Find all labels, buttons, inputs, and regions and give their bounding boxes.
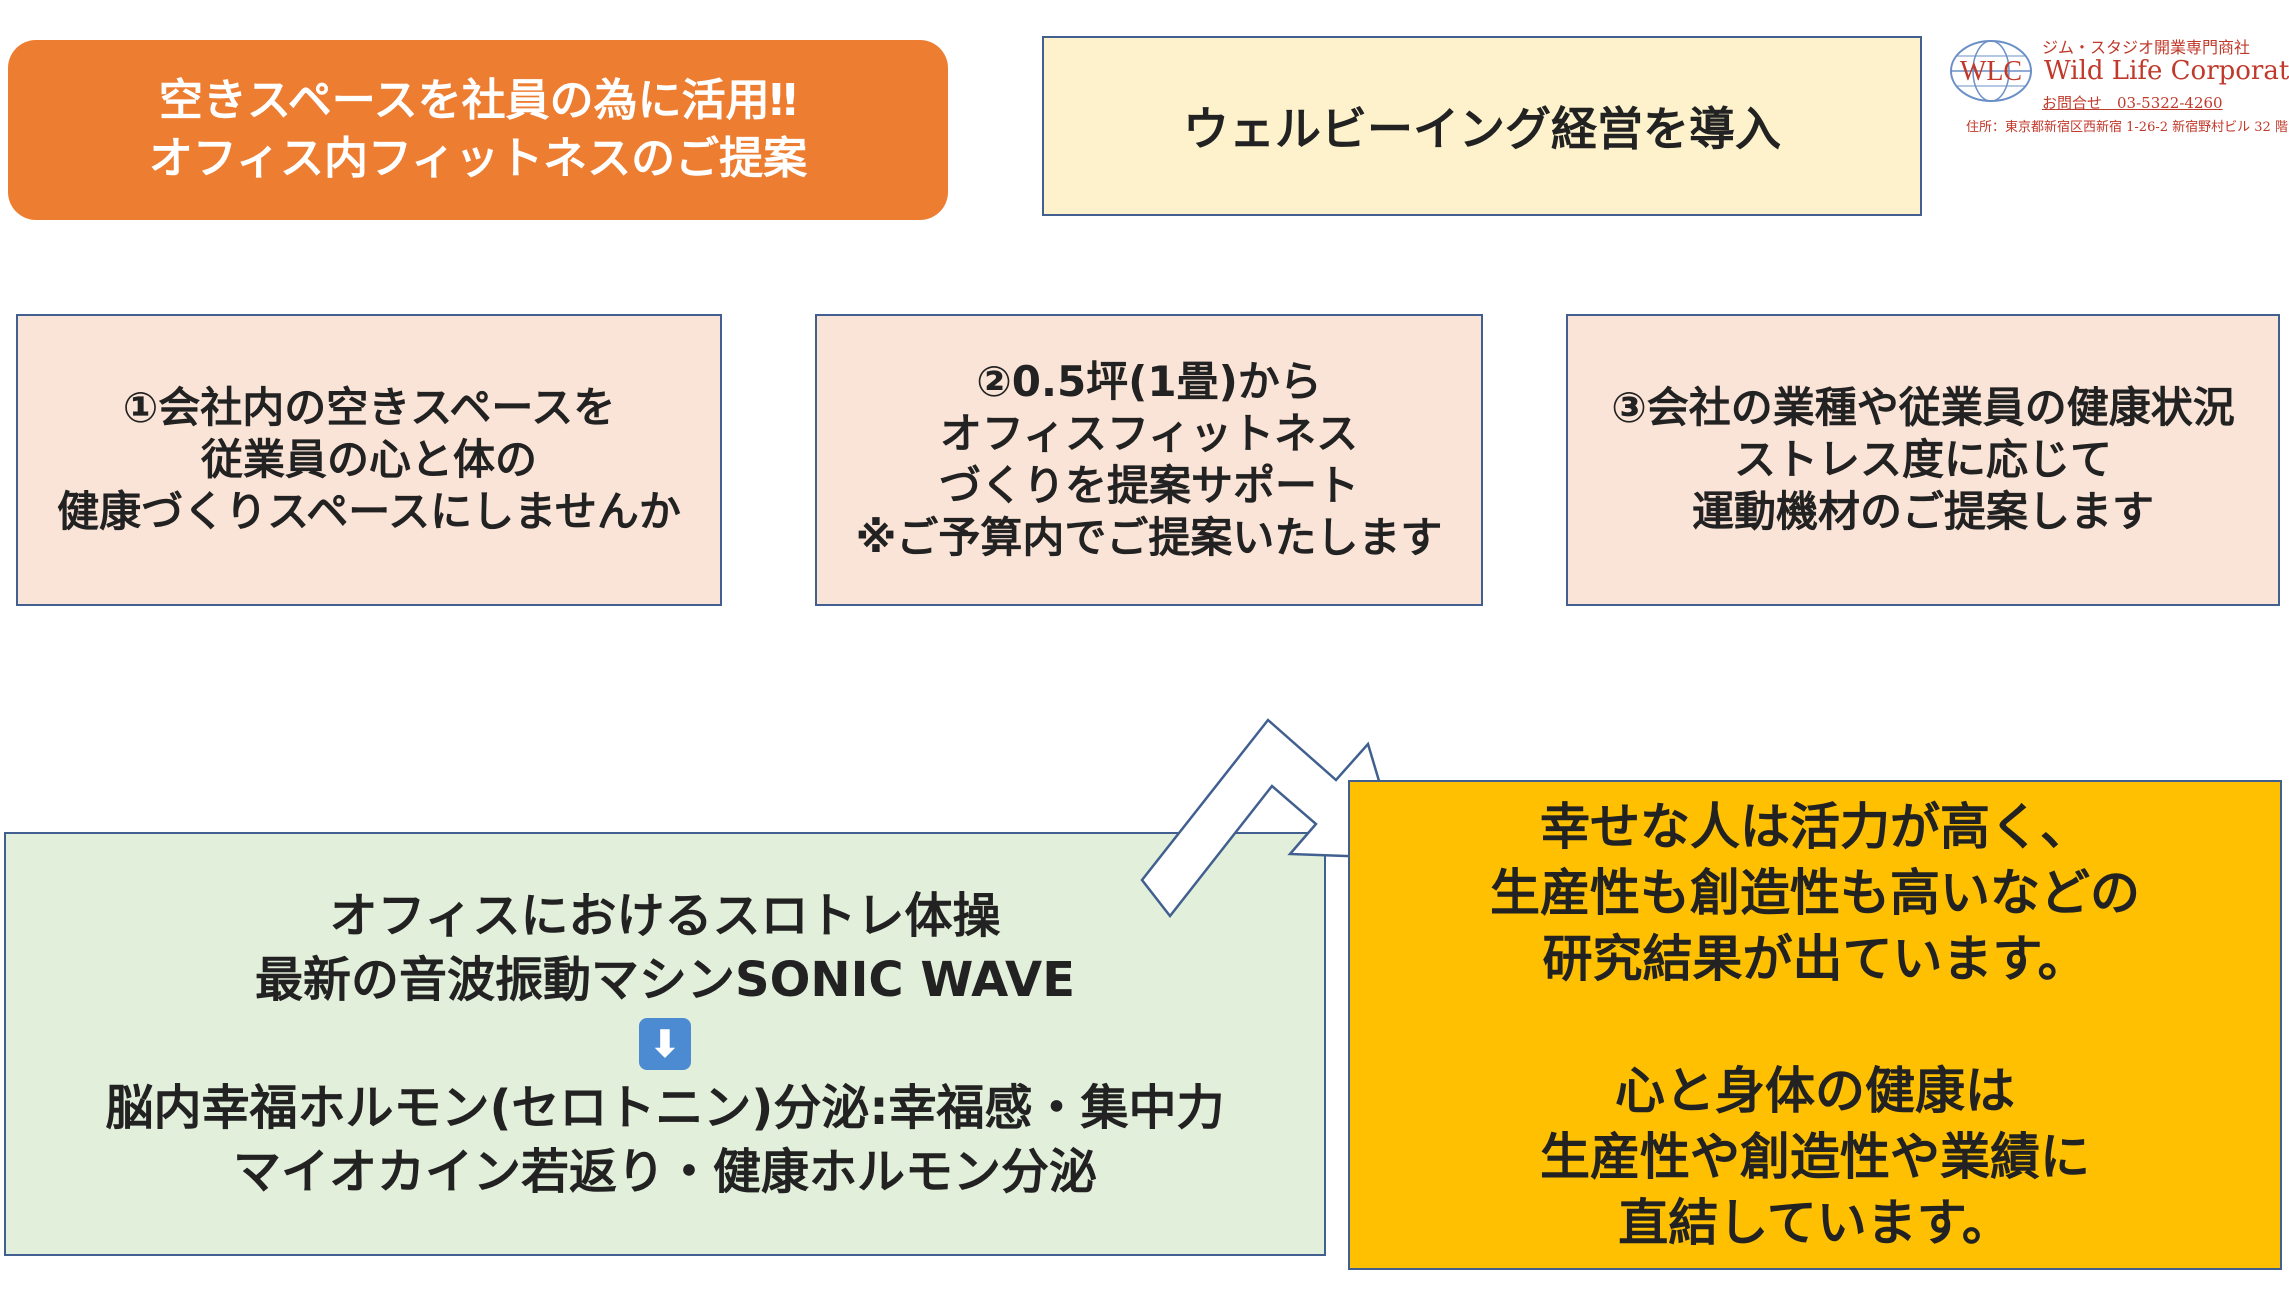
- result-line-3: 研究結果が出ています。: [1542, 930, 2088, 988]
- logo-mark-text: WLC: [1960, 56, 2022, 87]
- proposal-1-line: 健康づくりスペースにしませんか: [57, 487, 681, 536]
- logo-tagline: ジム・スタジオ開業専門商社: [2042, 38, 2251, 57]
- proposal-3-line: ③会社の業種や従業員の健康状況: [1611, 383, 2235, 432]
- result-line-1: 幸せな人は活力が高く、: [1540, 798, 2090, 856]
- wellbeing-text: ウェルビーイング経営を導入: [1183, 102, 1781, 156]
- logo-company-name: Wild Life Corporation: [2044, 56, 2289, 86]
- bent-arrow-icon: [1140, 718, 1404, 919]
- proposal-1-line: ①会社内の空きスペースを: [122, 383, 616, 432]
- exercise-line-3: 脳内幸福ホルモン(セロトニン)分泌:幸福感・集中力: [105, 1080, 1225, 1136]
- proposal-3-line: ストレス度に応じて: [1733, 435, 2112, 484]
- logo-phone: お問合せ 03-5322-4260: [2042, 94, 2223, 112]
- logo-address: 住所：東京都新宿区西新宿 1-26-2 新宿野村ビル 32 階: [1966, 120, 2288, 135]
- proposal-2-line: オフィスフィットネス: [939, 409, 1359, 458]
- proposal-2-line: ②0.5坪(1畳)から: [976, 357, 1322, 406]
- proposal-card-3: ③会社の業種や従業員の健康状況 ストレス度に応じて 運動機材のご提案します: [1566, 314, 2280, 606]
- proposal-2-line: づくりを提案サポート: [938, 461, 1359, 510]
- result-line-6: 直結しています。: [1618, 1194, 2012, 1252]
- company-logo: WLC ジム・スタジオ開業専門商社 Wild Life Corporation …: [1946, 28, 2289, 148]
- wlc-globe-icon: WLC: [1950, 40, 2032, 102]
- result-line-2: 生産性も創造性も高いなどの: [1490, 864, 2140, 922]
- proposal-1-line: 従業員の心と体の: [200, 435, 537, 484]
- proposal-3-line: 運動機材のご提案します: [1691, 487, 2154, 536]
- title-line-1: 空きスペースを社員の為に活用‼︎: [158, 75, 798, 126]
- proposal-card-2: ②0.5坪(1畳)から オフィスフィットネス づくりを提案サポート ※ご予算内で…: [815, 314, 1483, 606]
- arrow-down-icon: ⬇: [639, 1018, 691, 1070]
- exercise-line-4: マイオカイン若返り・健康ホルモン分泌: [232, 1144, 1097, 1200]
- exercise-line-1: オフィスにおけるスロトレ体操: [329, 888, 1001, 944]
- proposal-card-1: ①会社内の空きスペースを 従業員の心と体の 健康づくりスペースにしませんか: [16, 314, 722, 606]
- exercise-line-2: 最新の音波振動マシンSONIC WAVE: [255, 952, 1075, 1008]
- result-line-5: 生産性や創造性や業績に: [1540, 1128, 2090, 1186]
- exercise-card: オフィスにおけるスロトレ体操 最新の音波振動マシンSONIC WAVE ⬇ 脳内…: [4, 832, 1326, 1256]
- wellbeing-banner: ウェルビーイング経営を導入: [1042, 36, 1922, 216]
- result-line-4: 心と身体の健康は: [1615, 1062, 2015, 1120]
- research-result-card: 幸せな人は活力が高く、 生産性も創造性も高いなどの 研究結果が出ています。 心と…: [1348, 780, 2282, 1270]
- title-line-2: オフィス内フィットネスのご提案: [148, 133, 808, 184]
- proposal-2-line: ※ご予算内でご提案いたします: [855, 513, 1443, 562]
- title-banner: 空きスペースを社員の為に活用‼︎ オフィス内フィットネスのご提案: [8, 40, 948, 220]
